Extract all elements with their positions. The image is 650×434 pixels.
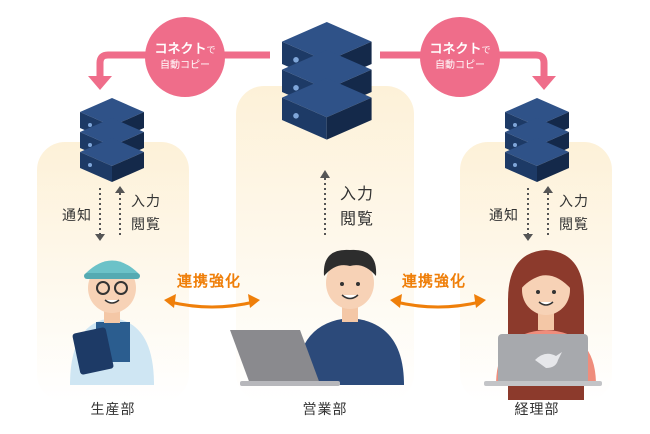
view-label-left: 閲覧 bbox=[131, 217, 161, 233]
relation-label-right: 連携強化 bbox=[402, 272, 467, 290]
department-production: 生産部 bbox=[90, 402, 136, 418]
input-label-left: 入力 bbox=[131, 194, 161, 210]
person-icon bbox=[296, 249, 404, 385]
notify-label-right: 通知 bbox=[489, 208, 519, 224]
badge-subtitle: 自動コピー bbox=[435, 59, 485, 71]
input-label-center: 入力 bbox=[340, 184, 375, 203]
tablet-icon bbox=[72, 327, 114, 375]
server-icon bbox=[80, 98, 144, 182]
badge-subtitle: 自動コピー bbox=[160, 59, 210, 71]
badge-title: コネクト bbox=[154, 41, 207, 57]
auto-copy-badge-left: コネクトで 自動コピー bbox=[145, 17, 225, 97]
department-accounting: 経理部 bbox=[514, 402, 560, 418]
department-sales: 営業部 bbox=[302, 402, 348, 418]
badge-suffix: で bbox=[481, 45, 491, 56]
view-label-right: 閲覧 bbox=[559, 217, 589, 233]
relation-arrow-left bbox=[169, 300, 255, 309]
badge-suffix: で bbox=[206, 45, 216, 56]
auto-copy-badge-right: コネクトで 自動コピー bbox=[420, 17, 500, 97]
badge-title: コネクト bbox=[429, 41, 482, 57]
bird-logo-icon bbox=[535, 352, 562, 368]
arrow-icon bbox=[88, 76, 112, 90]
relation-label-left: 連携強化 bbox=[177, 272, 242, 290]
relation-arrow-right bbox=[395, 300, 481, 309]
view-label-center: 閲覧 bbox=[340, 209, 375, 228]
input-label-right: 入力 bbox=[559, 194, 589, 210]
notify-label-left: 通知 bbox=[62, 208, 92, 224]
server-icon bbox=[282, 22, 372, 140]
arrow-icon bbox=[532, 76, 556, 90]
laptop-icon bbox=[230, 330, 340, 386]
server-icon bbox=[505, 98, 569, 182]
